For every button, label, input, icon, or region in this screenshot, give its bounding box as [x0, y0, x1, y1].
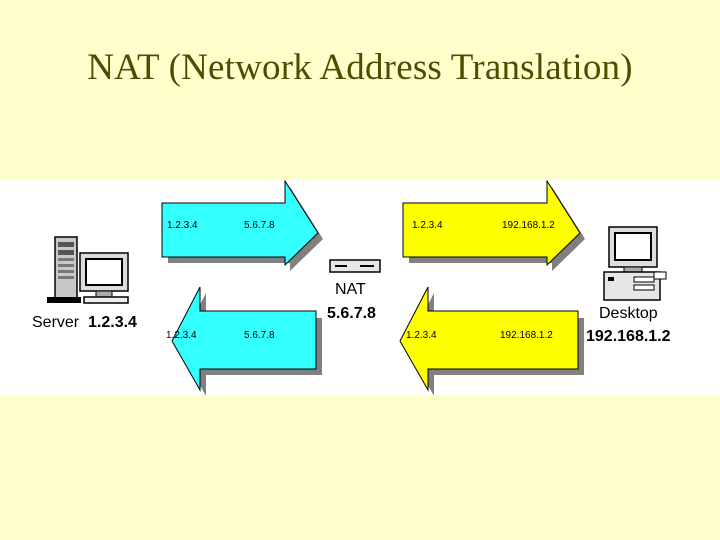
desktop-label: Desktop: [599, 305, 658, 322]
arrow-top-left-dst: 5.6.7.8: [244, 220, 275, 231]
arrow-top-left: [161, 180, 323, 271]
router-icon: [329, 259, 381, 273]
nat-diagram: Server 1.2.3.4 1.2.3.4 5.6.7.8 1.2.3.4 5…: [0, 180, 720, 395]
arrow-top-left-src: 1.2.3.4: [167, 220, 198, 231]
desktop-ip: 192.168.1.2: [586, 328, 671, 345]
server-ip: 1.2.3.4: [88, 314, 137, 331]
slide-title: NAT (Network Address Translation): [87, 47, 633, 88]
arrow-top-right-dst: 192.168.1.2: [502, 220, 555, 231]
server-label: Server: [32, 314, 80, 331]
desktop-computer-icon: [603, 226, 667, 301]
arrow-bottom-right-src: 1.2.3.4: [406, 330, 437, 341]
arrow-bottom-left-src: 1.2.3.4: [166, 330, 197, 341]
arrow-bottom-right: [399, 286, 584, 395]
arrow-bottom-right-dst: 192.168.1.2: [500, 330, 553, 341]
arrow-bottom-left-dst: 5.6.7.8: [244, 330, 275, 341]
nat-label: NAT: [335, 281, 366, 298]
server-computer-icon: [47, 236, 129, 304]
arrow-bottom-left: [171, 286, 322, 395]
arrow-top-right: [402, 180, 585, 271]
arrow-top-right-src: 1.2.3.4: [412, 220, 443, 231]
nat-ip: 5.6.7.8: [327, 305, 376, 322]
